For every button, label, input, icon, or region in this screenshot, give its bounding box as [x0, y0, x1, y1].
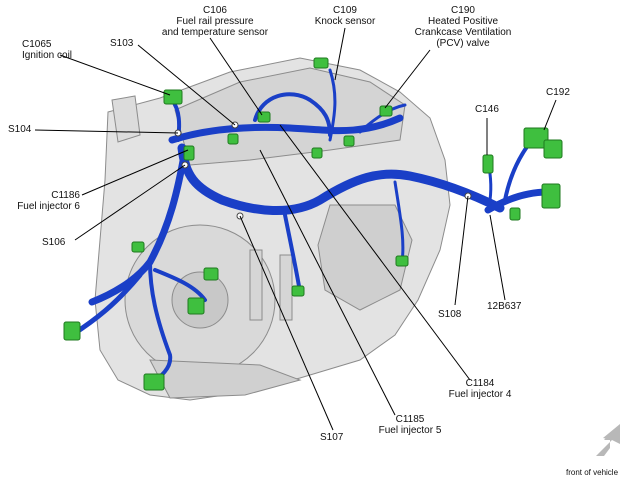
orientation-caption-text: front of vehicle: [566, 468, 619, 477]
leader-lines: [34, 27, 557, 431]
harness-main: [177, 143, 505, 216]
label-s103: S103: [110, 38, 133, 49]
leader-s104: [34, 129, 179, 134]
label-c1185-desc: Fuel injector 5: [378, 425, 442, 436]
harness-center-drop: [283, 213, 302, 294]
harness-knock: [328, 68, 337, 142]
label-c190-desc-1: Heated Positive: [427, 16, 499, 27]
label-s106-id: S106: [42, 237, 66, 248]
connector-lower-right: [395, 255, 409, 267]
leader-c106: [209, 37, 263, 116]
leader-c1065: [59, 54, 171, 96]
label-c190: C190 Heated Positive Crankcase Ventilati…: [398, 5, 528, 49]
leader-s108: [454, 195, 469, 306]
label-c190-id: C190: [451, 5, 475, 16]
connector-inj-3: [343, 135, 355, 147]
connector-c1186: [183, 145, 195, 161]
connector-c192-b: [543, 139, 563, 159]
label-s107: S107: [320, 432, 343, 443]
connector-c106: [257, 111, 271, 123]
connector-c109: [313, 57, 329, 69]
leader-c192: [543, 99, 557, 131]
label-c192-id: C192: [546, 87, 570, 98]
harness-right-end: [484, 188, 552, 214]
orientation-caption: front of vehicle: [566, 468, 618, 477]
leader-c190: [384, 49, 431, 109]
label-s104: S104: [8, 124, 31, 135]
label-c1065-desc: Ignition coil: [22, 50, 73, 61]
connector-c192-a: [523, 127, 549, 149]
label-c190-desc-2: Crankcase Ventilation: [414, 27, 512, 38]
label-c109: C109 Knock sensor: [305, 5, 385, 27]
label-c146: C146: [475, 104, 499, 115]
exhaust-manifold: [317, 204, 413, 311]
label-s106: S106: [42, 237, 65, 248]
leader-c1185: [259, 149, 396, 416]
label-c1185-id: C1185: [395, 414, 425, 425]
leader-s103: [137, 44, 236, 126]
harness-left-branch-2: [153, 268, 207, 302]
wiring-harness: [69, 68, 552, 385]
label-c192: C192: [546, 87, 570, 98]
label-c1065-id: C1065: [22, 39, 52, 50]
block-rib-2: [279, 254, 293, 321]
label-c1185: C1185 Fuel injector 5: [360, 414, 460, 436]
connector-left-c: [143, 373, 165, 391]
label-c1184-desc: Fuel injector 4: [448, 389, 512, 400]
label-s108-id: S108: [438, 309, 462, 320]
connector-left-b: [63, 321, 81, 341]
harness-lower-right: [393, 180, 405, 264]
label-c146-id: C146: [475, 104, 499, 115]
connector-left-a: [131, 241, 145, 253]
connector-center-a: [203, 267, 219, 281]
label-c190-desc-3: (PCV) valve: [436, 38, 490, 49]
arrow-up-right-icon: [596, 424, 620, 456]
connector-right-mid: [509, 207, 521, 221]
engine-block: [94, 57, 451, 401]
connector-c1065: [163, 89, 183, 105]
leader-c1184: [279, 124, 471, 381]
label-c109-desc: Knock sensor: [314, 16, 376, 27]
connector-inj-1: [227, 133, 239, 145]
connector-center-b: [291, 285, 305, 297]
label-c1186-desc: Fuel injector 6: [17, 201, 80, 212]
connector-left-d: [187, 297, 205, 315]
label-s108: S108: [438, 309, 461, 320]
leader-c109: [334, 27, 346, 81]
label-c106-desc-1: Fuel rail pressure: [176, 16, 254, 27]
connector-c146: [482, 154, 494, 174]
leader-s107: [239, 215, 334, 431]
leader-s106: [74, 164, 186, 241]
connectors: [63, 57, 563, 391]
oil-pan: [149, 359, 302, 399]
label-c1065: C1065 Ignition coil: [22, 39, 72, 61]
label-c1184-id: C1184: [465, 378, 495, 389]
bracket-left: [111, 95, 141, 143]
leader-c1186: [81, 149, 189, 196]
block-rib-1: [249, 249, 263, 321]
label-c106-id: C106: [203, 5, 227, 16]
label-c106: C106 Fuel rail pressure and temperature …: [150, 5, 280, 38]
label-c1186-id: C1186: [51, 190, 80, 201]
label-s103-id: S103: [110, 38, 134, 49]
label-c109-id: C109: [333, 5, 357, 16]
connector-right-end: [541, 183, 561, 209]
leader-12b637: [489, 214, 506, 301]
label-s104-id: S104: [8, 124, 32, 135]
connector-inj-2: [311, 147, 323, 159]
label-c1186: C1186 Fuel injector 6: [0, 190, 80, 212]
label-s107-id: S107: [320, 432, 344, 443]
harness-top-loop: [253, 92, 332, 137]
label-12b637: 12B637: [487, 301, 521, 312]
label-12b637-id: 12B637: [487, 301, 522, 312]
label-c106-desc-2: and temperature sensor: [161, 27, 269, 38]
label-c1184: C1184 Fuel injector 4: [430, 378, 530, 400]
